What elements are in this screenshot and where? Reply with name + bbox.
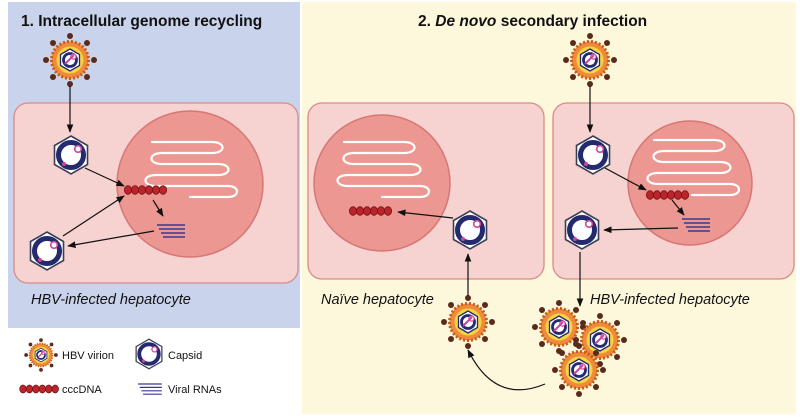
nucleus-naive	[313, 114, 451, 252]
caption-infected-left: HBV-infected hepatocyte	[31, 292, 191, 308]
panel-1: 1. Intracellular genome recycling HBV-in…	[8, 2, 300, 328]
legend-virion: HBV virion	[23, 337, 114, 373]
legend: HBV virion Capsid cccDNA Viral RNAs	[19, 337, 222, 396]
caption-infected-right: HBV-infected hepatocyte	[590, 292, 750, 308]
infected-hepatocyte-left	[13, 96, 299, 284]
cccdna-icon	[19, 384, 59, 394]
panel-1-title: 1. Intracellular genome recycling	[21, 13, 262, 30]
legend-rnas: Viral RNAs	[137, 383, 222, 396]
svg-text:Viral RNAs: Viral RNAs	[168, 384, 222, 396]
svg-text:HBV virion: HBV virion	[62, 350, 114, 362]
rna-icon	[137, 383, 163, 395]
infected-hepatocyte-right	[552, 96, 795, 280]
svg-text:cccDNA: cccDNA	[62, 384, 102, 396]
panel-2: 2. De novo secondary infection	[302, 2, 796, 414]
arrows-panel-2	[397, 86, 685, 391]
panel-2-title: 2. De novo secondary infection	[418, 13, 647, 30]
capsid-icon	[134, 337, 164, 371]
nucleus-right	[627, 120, 753, 246]
legend-capsid: Capsid	[134, 337, 202, 371]
legend-cccdna: cccDNA	[19, 384, 102, 396]
caption-naive: Naïve hepatocyte	[321, 292, 434, 308]
naive-hepatocyte	[307, 96, 545, 280]
svg-text:Capsid: Capsid	[168, 350, 202, 362]
arrows-panel-1	[62, 86, 164, 249]
virion-icon	[23, 337, 59, 373]
nucleus-left	[116, 110, 264, 258]
